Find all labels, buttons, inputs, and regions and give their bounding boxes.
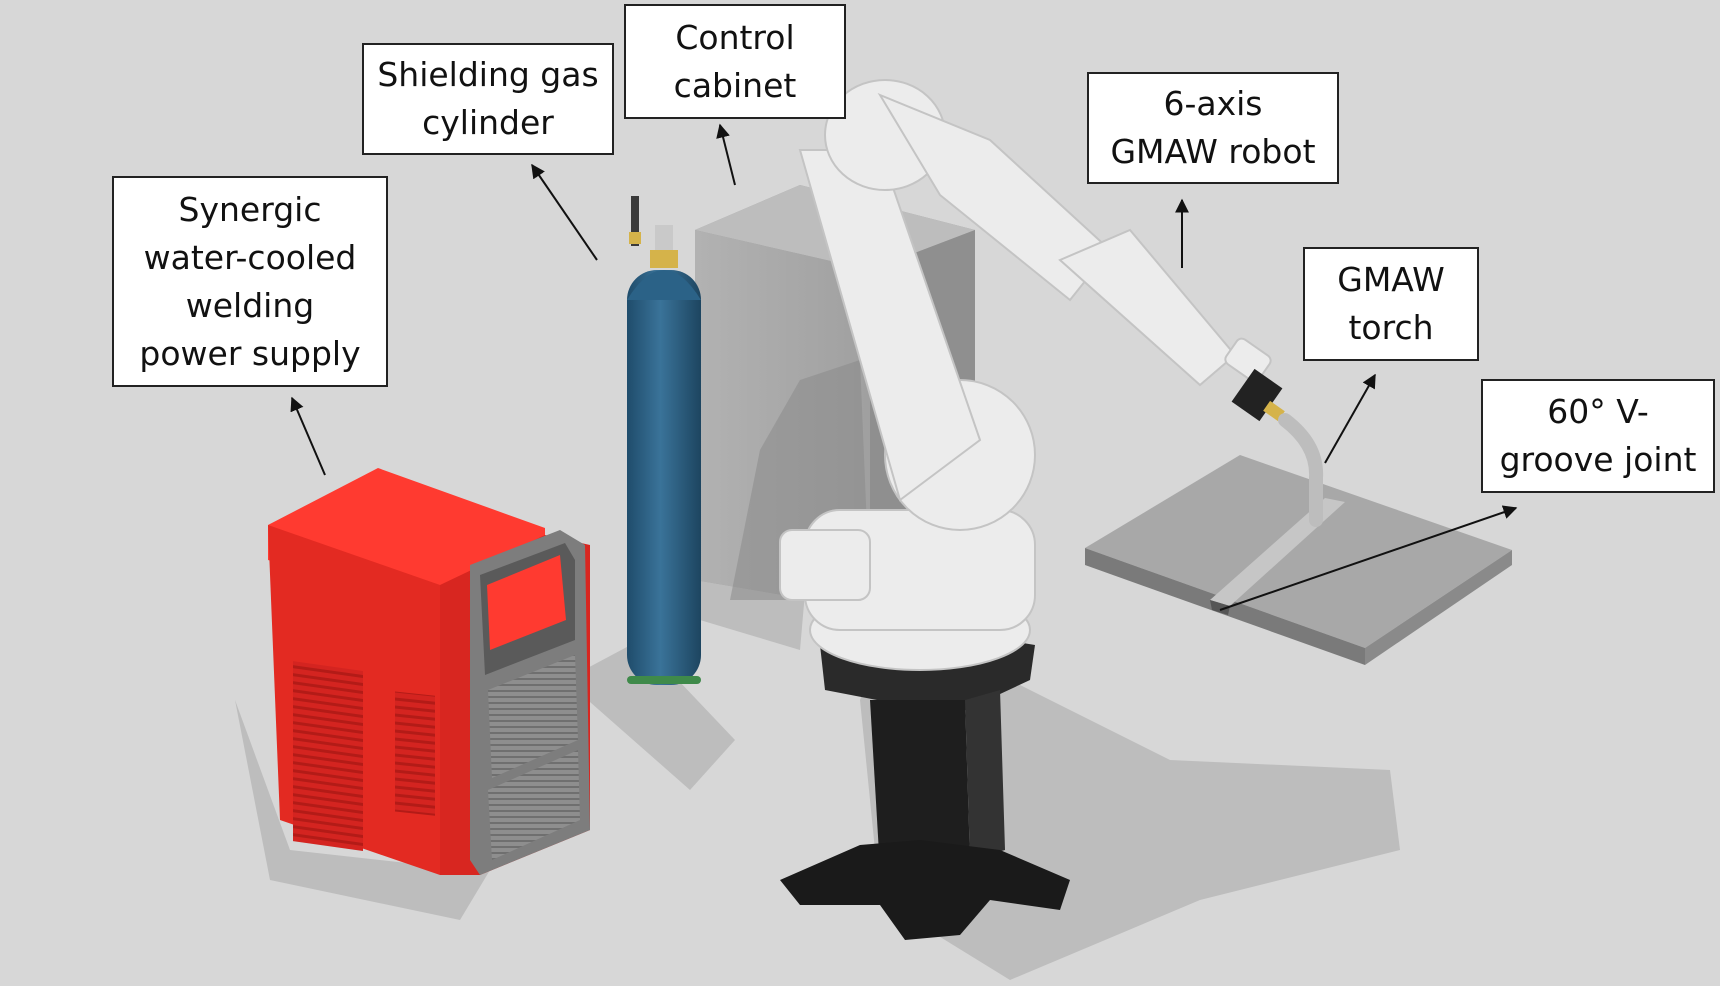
label-robot: 6-axis GMAW robot bbox=[1087, 72, 1339, 184]
robot-arm bbox=[779, 79, 1272, 671]
arrow-groove-joint bbox=[1219, 505, 1518, 611]
label-groove-joint-line2: groove joint bbox=[1499, 440, 1697, 479]
label-power-supply: Synergic water-cooled welding power supp… bbox=[112, 176, 388, 387]
annotation-arrows bbox=[290, 123, 1518, 611]
label-control-cabinet: Control cabinet bbox=[624, 4, 846, 119]
label-torch-line2: torch bbox=[1348, 308, 1434, 347]
label-power-supply-line4: power supply bbox=[139, 333, 361, 373]
label-torch-line1: GMAW bbox=[1337, 260, 1445, 299]
label-torch: GMAW torch bbox=[1303, 247, 1479, 361]
label-gas-cylinder-line1: Shielding gas bbox=[377, 55, 599, 94]
arrow-power-supply bbox=[290, 396, 326, 476]
label-gas-cylinder: Shielding gas cylinder bbox=[362, 43, 614, 155]
label-groove-joint: 60° V- groove joint bbox=[1481, 379, 1715, 493]
label-gas-cylinder-line2: cylinder bbox=[422, 103, 554, 142]
shielding-gas-cylinder bbox=[627, 196, 701, 685]
arrow-gas-cylinder bbox=[531, 163, 598, 261]
gmaw-torch bbox=[1231, 368, 1324, 527]
label-power-supply-line3: welding bbox=[185, 285, 315, 325]
arrow-torch bbox=[1324, 373, 1376, 464]
label-power-supply-line1: Synergic bbox=[178, 189, 322, 229]
label-groove-joint-line1: 60° V- bbox=[1547, 392, 1649, 431]
label-control-cabinet-line2: cabinet bbox=[673, 65, 797, 105]
label-power-supply-line2: water-cooled bbox=[143, 237, 357, 277]
label-control-cabinet-line1: Control bbox=[675, 17, 795, 57]
welding-power-supply bbox=[268, 468, 590, 875]
label-robot-line1: 6-axis bbox=[1163, 84, 1263, 123]
arrow-control-cabinet bbox=[716, 123, 736, 186]
label-robot-line2: GMAW robot bbox=[1110, 132, 1316, 171]
